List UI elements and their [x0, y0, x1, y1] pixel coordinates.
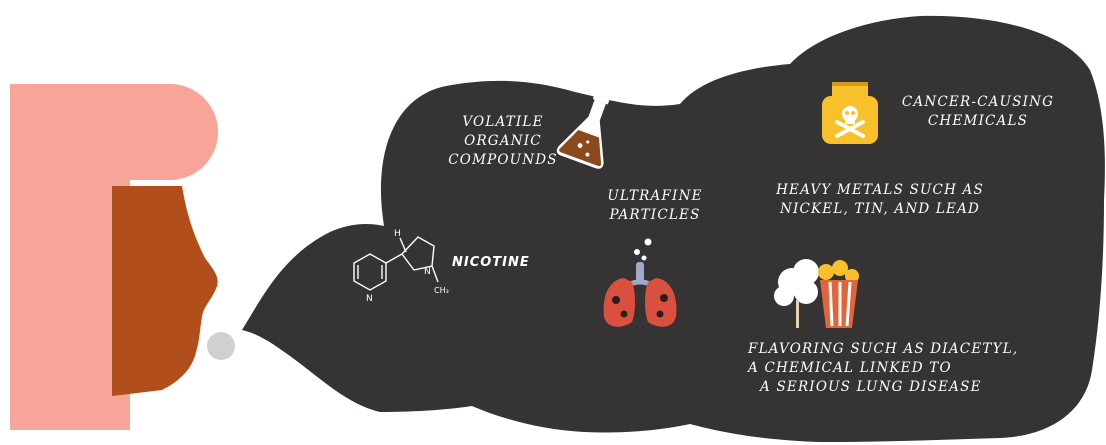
label-cancer-line: CANCER-CAUSING: [901, 94, 1055, 110]
flask-icon: [556, 91, 611, 169]
label-metals: HEAVY METALS SUCH AS NICKEL, TIN, AND LE…: [760, 181, 1000, 219]
label-flavoring-line: FLAVORING SUCH AS DIACETYL,: [748, 341, 1019, 357]
molecule-icon: [353, 236, 439, 291]
label-flavoring-line: A SERIOUS LUNG DISEASE: [760, 379, 982, 395]
label-voc: VOLATILE ORGANIC COMPOUNDS: [438, 113, 568, 170]
label-cancer: CANCER-CAUSING CHEMICALS: [888, 93, 1068, 131]
label-flavoring: FLAVORING SUCH AS DIACETYL, A CHEMICAL L…: [748, 340, 1038, 397]
label-flavoring-line: A CHEMICAL LINKED TO: [748, 360, 952, 376]
atom-h-label: H: [394, 229, 401, 239]
label-ultrafine-line: ULTRAFINE: [607, 188, 703, 204]
atom-n-ring-label: N: [366, 294, 373, 304]
label-ultrafine-line: PARTICLES: [609, 207, 701, 223]
label-ultrafine: ULTRAFINE PARTICLES: [590, 187, 720, 225]
label-voc-line: VOLATILE: [462, 114, 544, 130]
atom-n-amine-label: N: [424, 267, 431, 277]
head-illustration: [10, 84, 218, 430]
hair-top: [10, 84, 218, 180]
label-voc-line: ORGANIC: [464, 133, 542, 149]
face-profile: [112, 186, 218, 396]
label-voc-line: COMPOUNDS: [448, 152, 558, 168]
label-nicotine: NICOTINE: [452, 253, 530, 272]
poison-jar-icon: [822, 82, 878, 144]
smoke-cloud: [242, 15, 1105, 442]
label-metals-line: NICKEL, TIN, AND LEAD: [779, 201, 981, 217]
lungs-icon: [603, 238, 677, 327]
atom-methyl-label: CH₃: [434, 286, 449, 295]
label-nicotine-text: NICOTINE: [452, 255, 530, 270]
label-metals-line: HEAVY METALS SUCH AS: [776, 182, 984, 198]
popcorn-icon: [774, 259, 859, 328]
exhaled-puff: [207, 332, 235, 360]
label-cancer-line: CHEMICALS: [927, 113, 1029, 129]
